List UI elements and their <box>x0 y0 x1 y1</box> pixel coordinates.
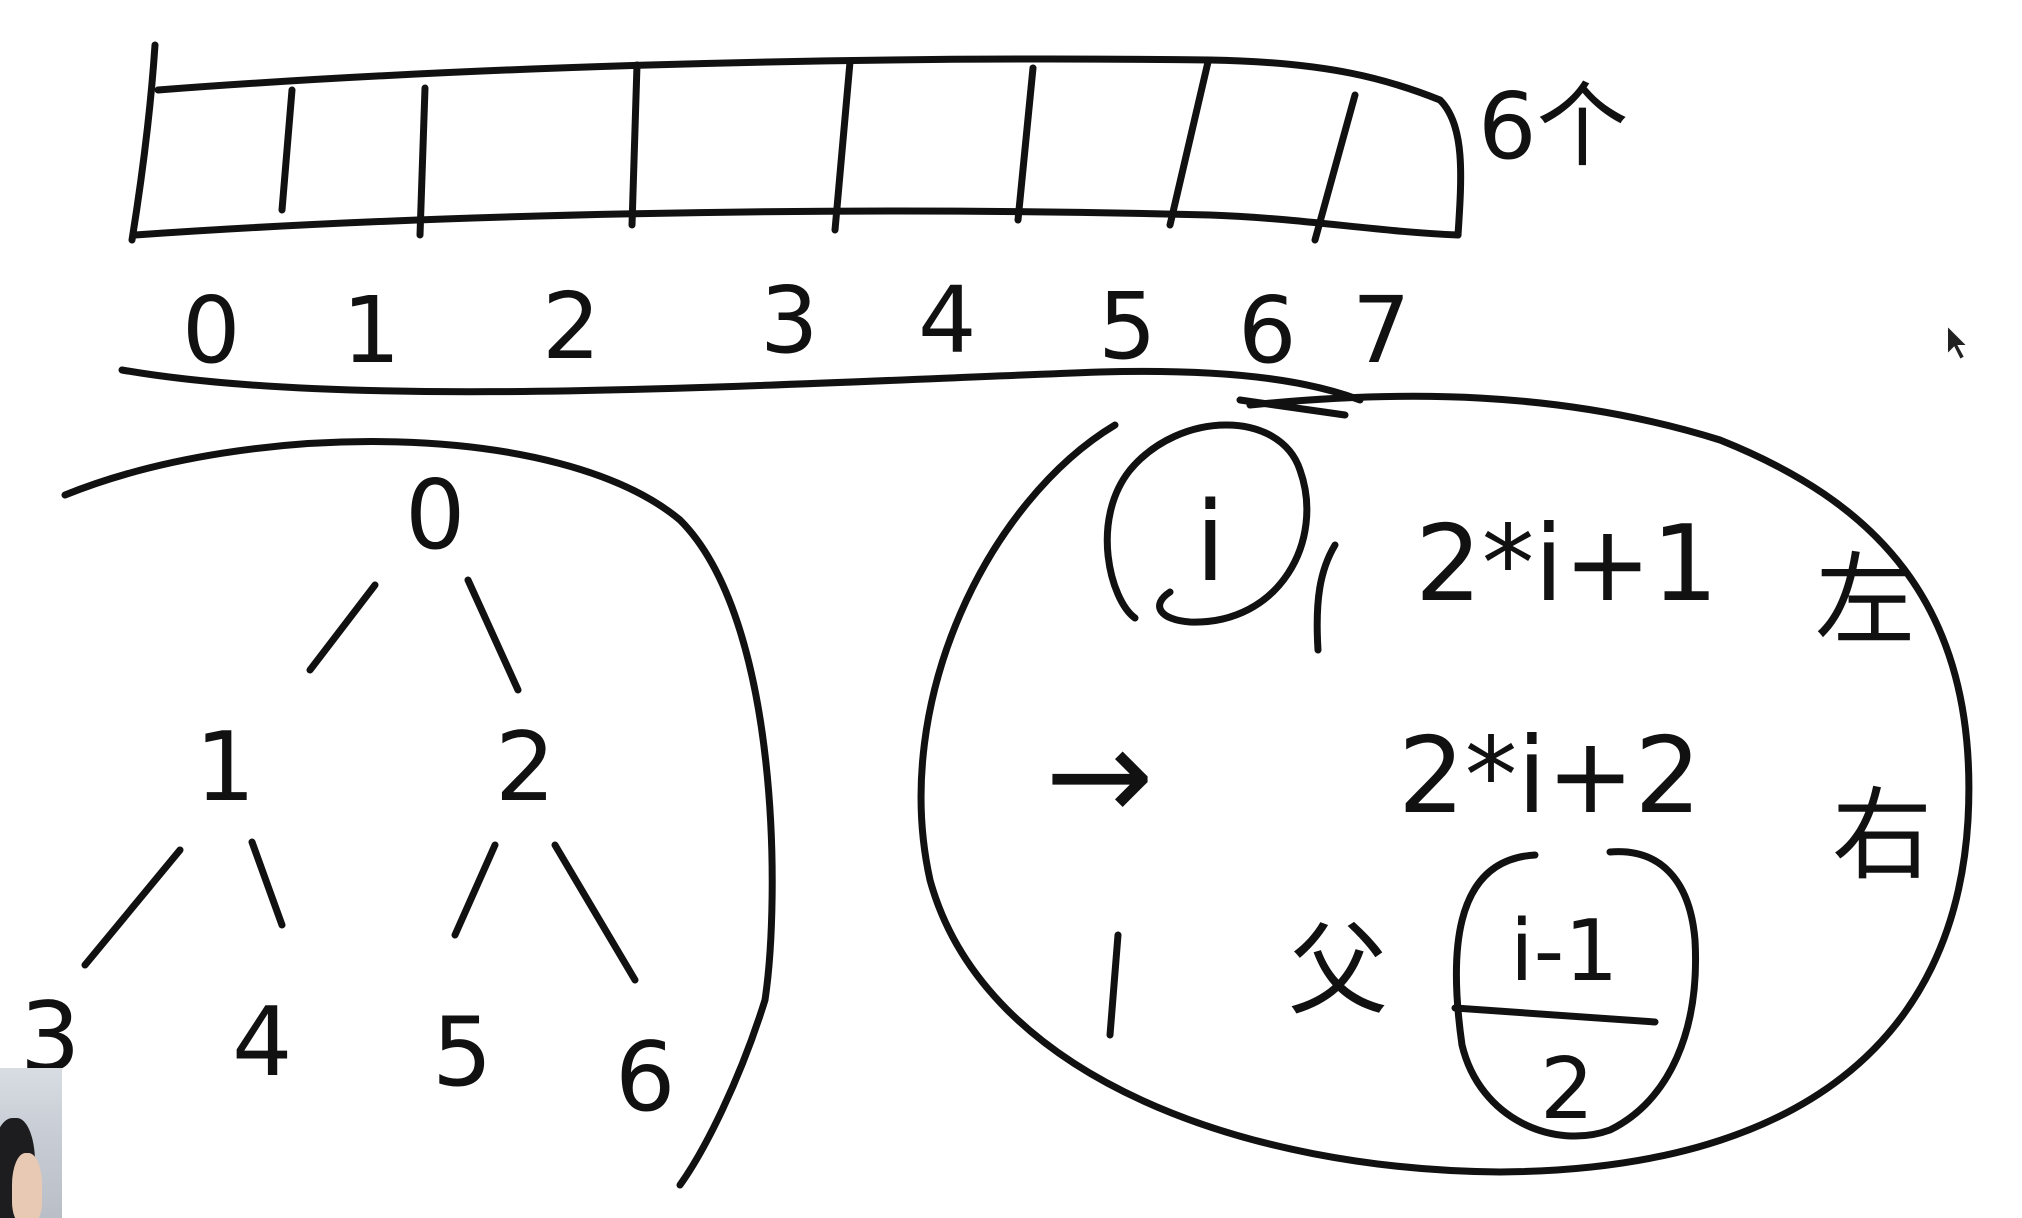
array-index-labels: 0 1 2 3 4 5 6 7 <box>182 267 1411 384</box>
parent-numerator: i-1 <box>1510 902 1618 1001</box>
formula-brace <box>1313 541 1339 654</box>
array-index-2: 2 <box>542 273 601 380</box>
tree-edges <box>81 576 639 984</box>
tree-node-0: 0 <box>405 461 465 571</box>
parent-denominator: 2 <box>1540 1040 1594 1139</box>
index-underline <box>118 366 1364 404</box>
right-formula: 2*i+2 <box>1398 715 1701 837</box>
tree-node-4: 4 <box>232 988 292 1098</box>
tree-node-2: 2 <box>495 713 555 823</box>
array-index-4: 4 <box>918 267 977 374</box>
parent-label: 父 <box>1288 912 1388 1029</box>
mouse-cursor-icon <box>1946 322 1971 362</box>
array-index-1: 1 <box>342 277 401 384</box>
array-index-7: 7 <box>1352 277 1411 384</box>
array-index-3: 3 <box>760 267 819 374</box>
formula-ellipse <box>917 392 1973 1176</box>
array-boxes <box>128 41 1465 244</box>
tree-node-6: 6 <box>615 1023 675 1133</box>
tree-arc <box>61 438 776 1189</box>
tree-node-5: 5 <box>432 998 492 1108</box>
tree-node-1: 1 <box>195 713 255 823</box>
index-var: i <box>1195 478 1226 606</box>
array-index-6: 6 <box>1238 277 1297 384</box>
tree-nodes: 0 1 2 3 4 5 6 <box>20 461 675 1133</box>
parent-circle <box>1452 848 1700 1140</box>
array-index-0: 0 <box>182 277 241 384</box>
left-label: 左 <box>1815 542 1915 659</box>
arrow-icon: → <box>1045 699 1154 851</box>
webcam-thumbnail <box>0 1068 62 1218</box>
left-formula: 2*i+1 <box>1415 503 1718 625</box>
index-var-circle <box>1103 421 1311 626</box>
array-count-note: 6个 <box>1478 73 1629 180</box>
index-var-lower <box>1106 931 1122 1039</box>
right-label: 右 <box>1832 777 1932 894</box>
presenter-face <box>12 1153 42 1218</box>
array-index-5: 5 <box>1098 273 1157 380</box>
fraction-bar <box>1451 1004 1659 1026</box>
